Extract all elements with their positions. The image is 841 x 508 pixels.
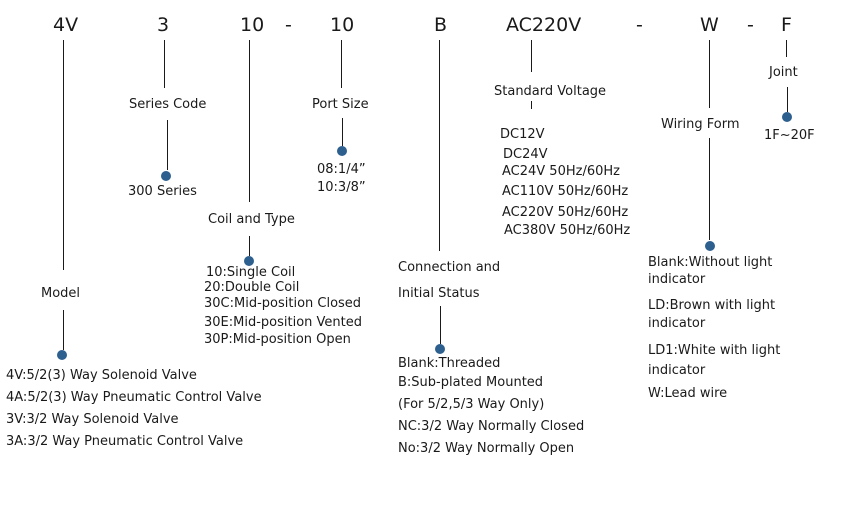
option-coil: 30E:Mid-position Vented — [204, 315, 362, 330]
option-wiring: LD1:White with light — [648, 343, 781, 358]
option-connection: NC:3/2 Way Normally Closed — [398, 419, 585, 434]
connector-line — [342, 118, 343, 146]
connector-line — [63, 40, 64, 270]
connector-line — [787, 87, 788, 112]
option-connection: (For 5/2,5/3 Way Only) — [398, 397, 545, 412]
option-port: 08:1/4” — [317, 162, 366, 177]
option-connection: Blank:Threaded — [398, 356, 501, 371]
option-model: 4V:5/2(3) Way Solenoid Valve — [6, 368, 197, 383]
option-coil: 20:Double Coil — [204, 280, 300, 295]
connector-line — [341, 40, 342, 88]
code-coil: 10 — [240, 14, 265, 36]
code-dash: - — [747, 14, 754, 36]
connector-dot — [244, 256, 254, 266]
code-dash: - — [285, 14, 292, 36]
option-coil: 30C:Mid-position Closed — [204, 296, 362, 311]
connector-line — [709, 40, 710, 108]
connector-line — [249, 40, 250, 202]
option-coil: 10:Single Coil — [206, 265, 296, 280]
option-voltage: AC110V 50Hz/60Hz — [502, 184, 629, 199]
label-series: Series Code — [129, 97, 207, 112]
option-wiring: Blank:Without light — [648, 255, 773, 270]
option-voltage: AC220V 50Hz/60Hz — [502, 205, 629, 220]
label-connection: Initial Status — [398, 286, 480, 301]
connector-line — [164, 40, 165, 88]
label-voltage: Standard Voltage — [494, 84, 607, 99]
connector-dot — [782, 112, 792, 122]
connector-line — [786, 40, 787, 57]
code-voltage: AC220V — [506, 14, 582, 36]
code-series: 3 — [157, 14, 170, 36]
connector-line — [531, 40, 532, 72]
option-connection: B:Sub-plated Mounted — [398, 375, 544, 390]
label-connection: Connection and — [398, 260, 501, 275]
option-series: 300 Series — [128, 184, 197, 199]
option-coil: 30P:Mid-position Open — [204, 332, 351, 347]
connector-dot — [337, 146, 347, 156]
label-model: Model — [41, 286, 81, 301]
connector-dot — [705, 241, 715, 251]
code-dash: - — [636, 14, 643, 36]
label-coil: Coil and Type — [208, 212, 295, 227]
option-wiring: indicator — [648, 272, 706, 287]
label-wiring: Wiring Form — [661, 117, 740, 132]
option-voltage: DC12V — [500, 127, 545, 142]
code-port: 10 — [330, 14, 355, 36]
connector-dot — [57, 350, 67, 360]
connector-line — [709, 138, 710, 240]
option-port: 10:3/8” — [317, 180, 366, 195]
option-joint: 1F~20F — [764, 128, 815, 143]
label-joint: Joint — [769, 65, 798, 80]
option-model: 4A:5/2(3) Way Pneumatic Control Valve — [6, 390, 262, 405]
option-voltage: AC380V 50Hz/60Hz — [504, 223, 631, 238]
option-wiring: W:Lead wire — [648, 386, 728, 401]
option-voltage: DC24V — [503, 147, 548, 162]
option-model: 3V:3/2 Way Solenoid Valve — [6, 412, 179, 427]
code-model: 4V — [53, 14, 79, 36]
connector-line — [249, 236, 250, 256]
option-voltage: AC24V 50Hz/60Hz — [502, 164, 620, 179]
label-port: Port Size — [312, 97, 369, 112]
option-wiring: LD:Brown with light — [648, 298, 776, 313]
code-wiring: W — [700, 14, 719, 36]
connector-line — [440, 306, 441, 344]
option-connection: No:3/2 Way Normally Open — [398, 441, 575, 456]
connector-dot — [435, 344, 445, 354]
option-wiring: indicator — [648, 316, 706, 331]
code-connection: B — [434, 14, 448, 36]
connector-line — [531, 101, 532, 109]
connector-line — [439, 40, 440, 251]
connector-dot — [161, 171, 171, 181]
option-wiring: indicator — [648, 363, 706, 378]
connector-line — [167, 120, 168, 170]
code-joint: F — [781, 14, 792, 36]
connector-line — [63, 310, 64, 350]
option-model: 3A:3/2 Way Pneumatic Control Valve — [6, 434, 244, 449]
